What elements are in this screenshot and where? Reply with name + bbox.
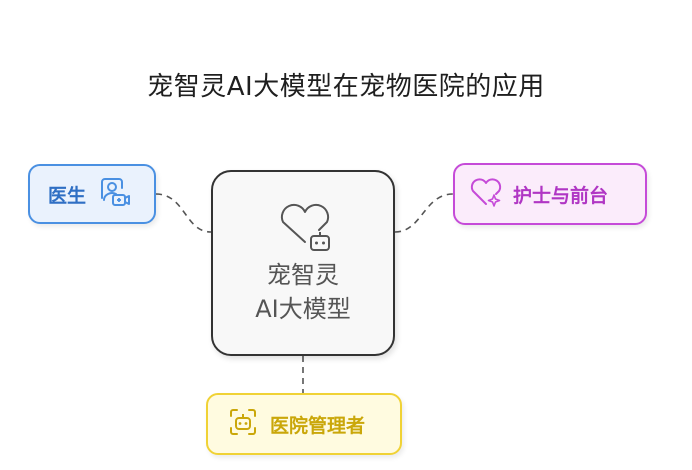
connector-doctor [155,193,212,233]
robot-icon [228,407,258,442]
heart-robot-icon [275,202,335,262]
connector-nurse [394,193,454,233]
nurse-node[interactable]: 护士与前台 [453,163,647,225]
admin-node[interactable]: 医院管理者 [206,393,402,455]
center-node: 宠智灵 AI大模型 [211,170,395,356]
admin-label: 医院管理者 [270,414,366,437]
doctor-label: 医生 [48,184,87,207]
diagram-title: 宠智灵AI大模型在宠物医院的应用 [147,72,545,102]
center-label-line2: AI大模型 [255,295,351,323]
doctor-node[interactable]: 医生 [28,164,156,224]
nurse-label: 护士与前台 [513,184,609,207]
doctor-video-icon [98,176,132,213]
heart-sparkle-icon [469,177,503,212]
center-label-line1: 宠智灵 [267,261,339,289]
